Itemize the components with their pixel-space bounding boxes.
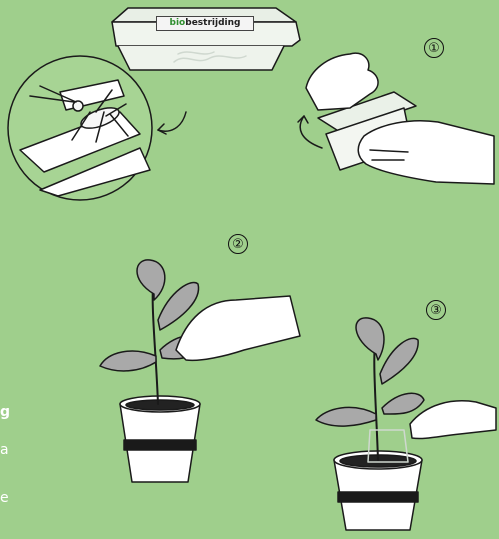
brand-prefix: bio <box>170 18 186 28</box>
step-3-label: ③ <box>426 300 446 320</box>
side-text-2: a <box>0 442 9 458</box>
step2-plant <box>100 260 300 482</box>
arrow-icon <box>300 116 322 148</box>
step1-illustration <box>306 53 494 184</box>
brand-label: biobestrijding <box>156 16 254 31</box>
side-text-1: g <box>0 404 10 420</box>
step3-plant <box>316 318 496 530</box>
arrow-icon <box>158 112 186 131</box>
zoom-circle <box>8 56 152 200</box>
brand-suffix: bestrijding <box>185 18 240 28</box>
step-1-label: ① <box>424 38 444 58</box>
side-text-3: e <box>0 490 9 506</box>
step-2-label: ② <box>228 234 248 254</box>
